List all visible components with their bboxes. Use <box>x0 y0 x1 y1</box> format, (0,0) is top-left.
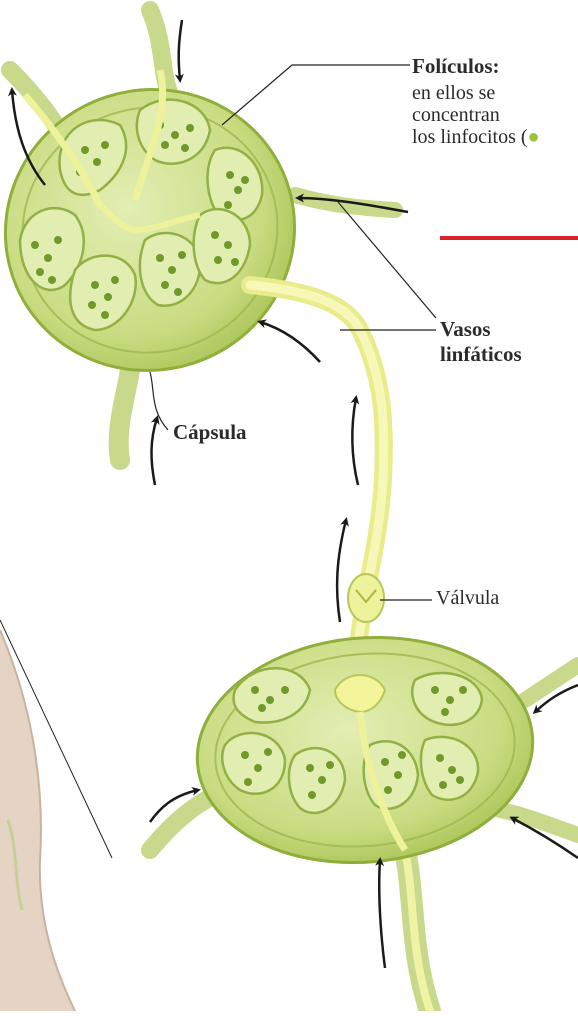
arrow-bn-bottom <box>379 860 385 968</box>
leader-foliculos <box>222 65 410 125</box>
label-foliculos-line1: en ellos se <box>412 82 578 104</box>
body-silhouette <box>0 630 75 1011</box>
label-vasos-linfaticos: Vasos linfáticos <box>440 317 522 367</box>
top-lymph-node <box>0 10 395 460</box>
label-foliculos-line3: los linfocitos (● <box>412 126 578 148</box>
label-foliculos-line2: concentran <box>412 104 578 126</box>
label-vasos-line1: Vasos <box>440 317 522 342</box>
label-capsula: Cápsula <box>173 421 247 444</box>
bottom-lymph-node <box>150 624 578 1011</box>
label-valvula: Válvula <box>436 588 499 610</box>
arrow-capsule-in <box>260 322 320 362</box>
arrow-top-in <box>179 20 182 80</box>
leader-vasos-top <box>338 202 436 318</box>
leader-capsula <box>150 372 168 430</box>
label-foliculos-title: Folículos: <box>412 55 500 78</box>
label-foliculos-description: en ellos se concentran los linfocitos (● <box>412 82 578 148</box>
arrow-vessel-up-1 <box>352 398 358 485</box>
arrow-bottom-out <box>151 418 157 485</box>
valve-bulge <box>348 574 384 622</box>
arrow-vessel-up-2 <box>337 520 346 622</box>
lymphocyte-swatch-icon: ● <box>528 126 540 148</box>
label-foliculos-line3-text: los linfocitos ( <box>412 126 528 148</box>
label-vasos-line2: linfáticos <box>440 342 522 367</box>
